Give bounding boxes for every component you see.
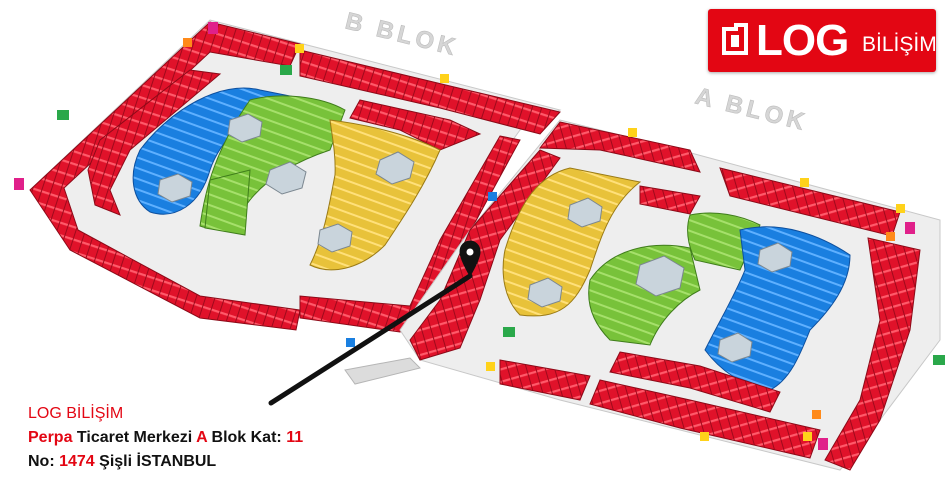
- stair-sign-icon: [440, 74, 449, 83]
- logo-brand-text: LOG: [756, 16, 849, 65]
- stair-sign-icon: [700, 432, 709, 441]
- a-blok-shops-lower-left: [499, 359, 591, 401]
- pointer-line: [268, 273, 473, 406]
- b-blok-elevator-hubs: [157, 113, 415, 253]
- stair-sign-icon: [295, 44, 304, 53]
- signage-icons: [14, 22, 945, 450]
- stair-sign-icon: [628, 128, 637, 137]
- a-blok-shops-top: [539, 121, 701, 173]
- address-line-3: No: 1474 Şişli İSTANBUL: [28, 453, 217, 470]
- wc-sign-icon: [14, 178, 24, 190]
- wc-sign-icon: [208, 22, 218, 34]
- a-blok-inner-red-2: [609, 351, 781, 413]
- b-blok-shops-top: [299, 49, 561, 135]
- a-blok-shops-left: [409, 149, 561, 361]
- fire-sign-icon: [183, 38, 192, 47]
- info-sign-icon: [488, 192, 497, 201]
- wc-sign-icon: [905, 222, 915, 234]
- fire-sign-icon: [812, 410, 821, 419]
- a-blok-yellow-zone: [502, 167, 642, 317]
- logo-bracket-icon: [722, 23, 748, 55]
- a-blok-inner-red: [639, 185, 701, 215]
- fire-sign-icon: [886, 232, 895, 241]
- b-blok-label: B BLOK: [343, 8, 462, 62]
- info-sign-icon: [346, 338, 355, 347]
- a-blok-label: A BLOK: [693, 83, 811, 137]
- exit-sign-icon: [280, 65, 292, 75]
- a-blok: [344, 119, 941, 471]
- stair-sign-icon: [896, 204, 905, 213]
- company-name: LOG BİLİŞİM: [28, 405, 124, 422]
- stair-sign-icon: [803, 432, 812, 441]
- brand-logo: LOG BİLİŞİM: [708, 9, 937, 72]
- b-blok-green-zone-2: [204, 169, 251, 236]
- exit-sign-icon: [503, 327, 515, 337]
- exit-sign-icon: [57, 110, 69, 120]
- a-blok-shops-right: [824, 237, 921, 471]
- logo-sub-text: BİLİŞİM: [862, 33, 937, 56]
- location-pin-icon: [459, 240, 481, 278]
- address-block: LOG BİLİŞİM Perpa Ticaret Merkezi A Blok…: [28, 402, 303, 474]
- a-blok-shops-bottom: [589, 379, 821, 459]
- wc-sign-icon: [818, 438, 828, 450]
- corridor: [344, 357, 421, 385]
- exit-sign-icon: [933, 355, 945, 365]
- stair-sign-icon: [486, 362, 495, 371]
- stair-sign-icon: [800, 178, 809, 187]
- a-blok-elevator-hubs: [527, 197, 793, 363]
- b-blok: [29, 19, 562, 333]
- address-line-2: Perpa Ticaret Merkezi A Blok Kat: 11: [28, 429, 304, 446]
- b-blok-inner-red: [87, 69, 222, 216]
